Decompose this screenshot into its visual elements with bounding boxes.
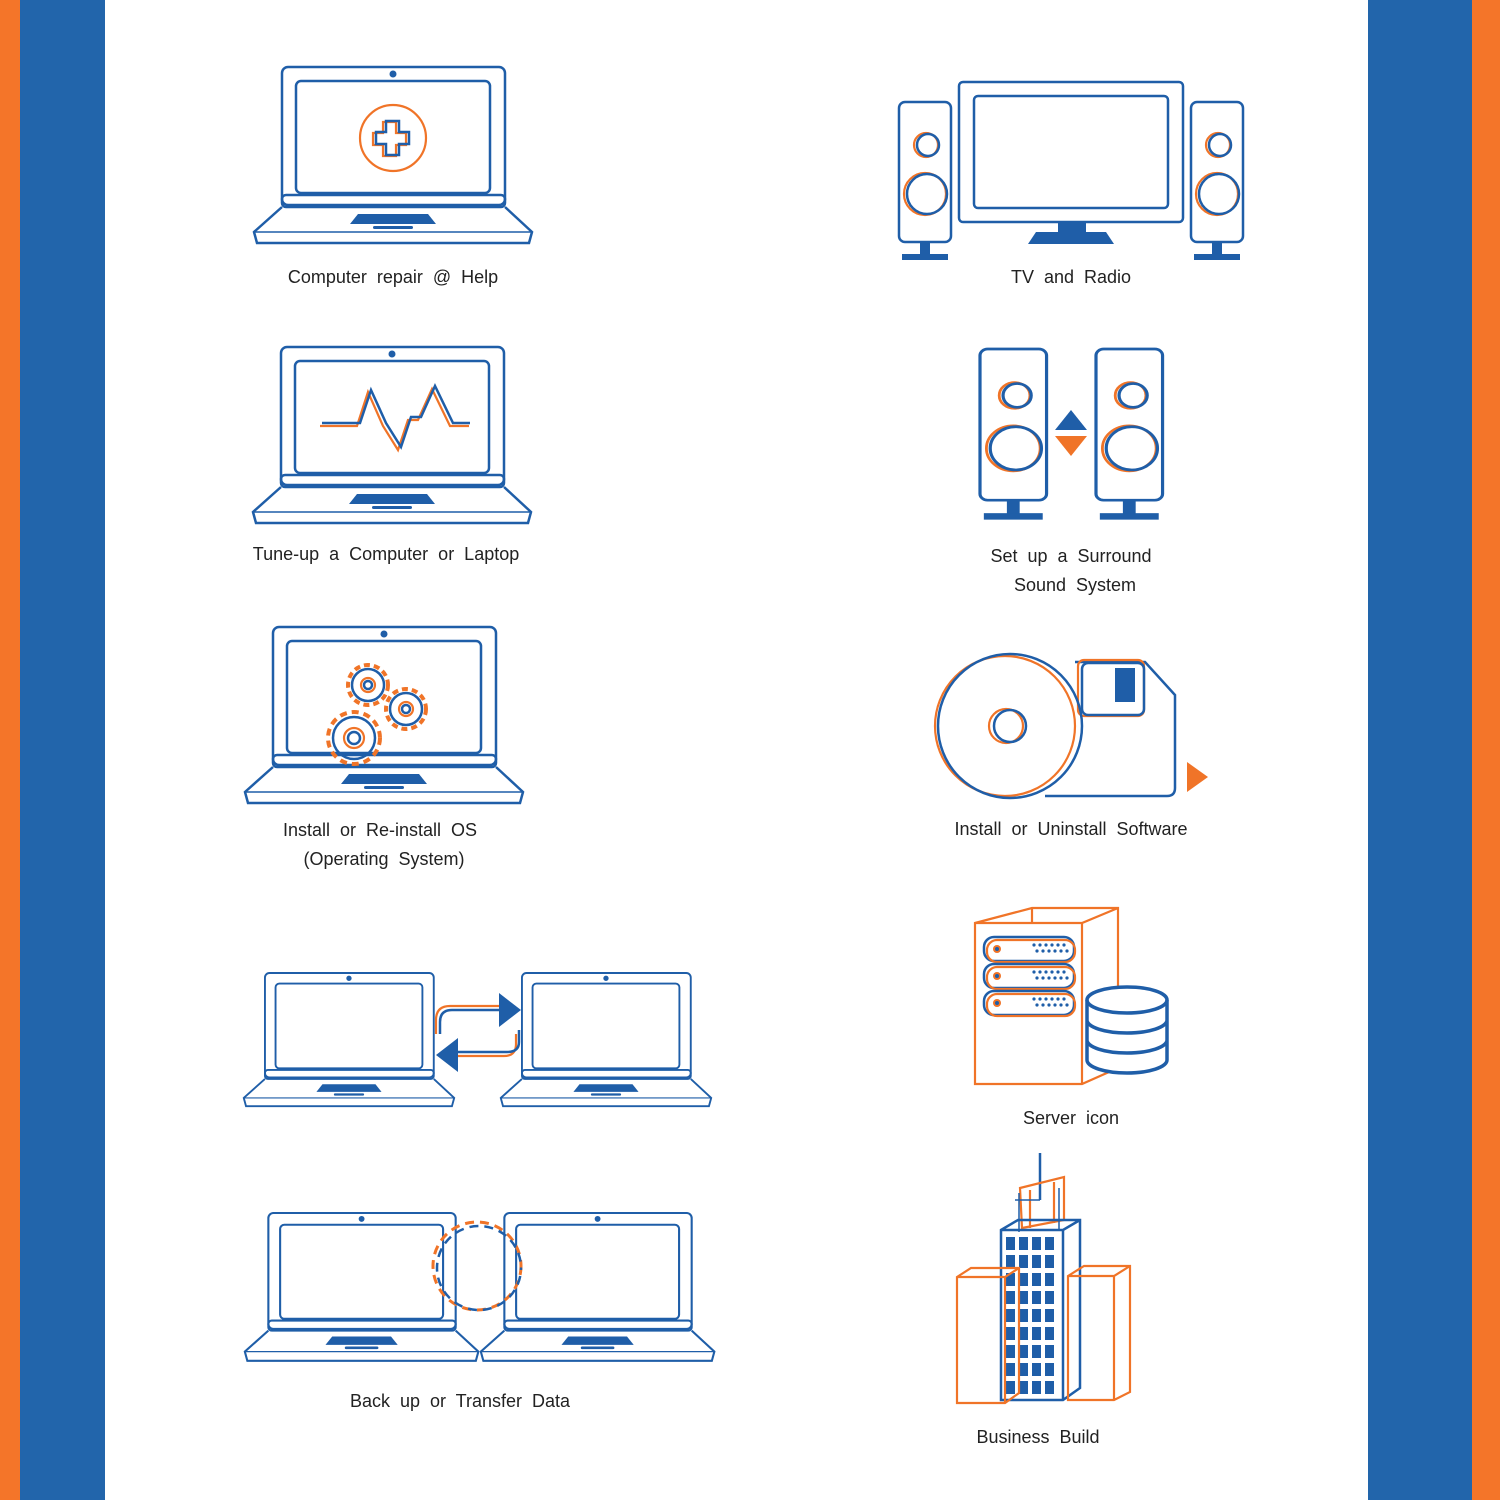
label-install-os-line1: Install or Re-install OS [282, 820, 478, 840]
laptops-transfer-icon [242, 972, 713, 1108]
server-database-icon [973, 906, 1169, 1086]
label-backup: Back up or Transfer Data [349, 1391, 571, 1411]
label-tv-radio: TV and Radio [1010, 267, 1132, 287]
frame-blue-left [20, 0, 105, 1500]
surround-speakers-icon [978, 347, 1165, 522]
label-tune-up: Tune-up a Computer or Laptop [252, 544, 520, 564]
disc-floppy-icon [933, 652, 1208, 800]
label-business: Business Build [976, 1427, 1100, 1447]
laptop-gears-icon [243, 625, 525, 805]
label-software: Install or Uninstall Software [954, 819, 1188, 839]
frame-blue-right [1368, 0, 1472, 1500]
label-install-os-line2: (Operating System) [303, 849, 465, 869]
frame-orange-left [0, 0, 20, 1500]
label-surround-line1: Set up a Surround [990, 546, 1152, 566]
business-buildings-icon [955, 1153, 1132, 1405]
label-computer-repair: Computer repair @ Help [287, 267, 499, 287]
laptop-pulse-icon [251, 345, 533, 525]
frame-orange-right [1472, 0, 1500, 1500]
label-server: Server icon [1022, 1108, 1120, 1128]
label-surround-line2: Sound System [1013, 575, 1137, 595]
laptops-sync-icon [243, 1211, 716, 1362]
tv-speakers-icon [897, 80, 1245, 262]
laptop-medical-cross-icon [252, 65, 534, 245]
